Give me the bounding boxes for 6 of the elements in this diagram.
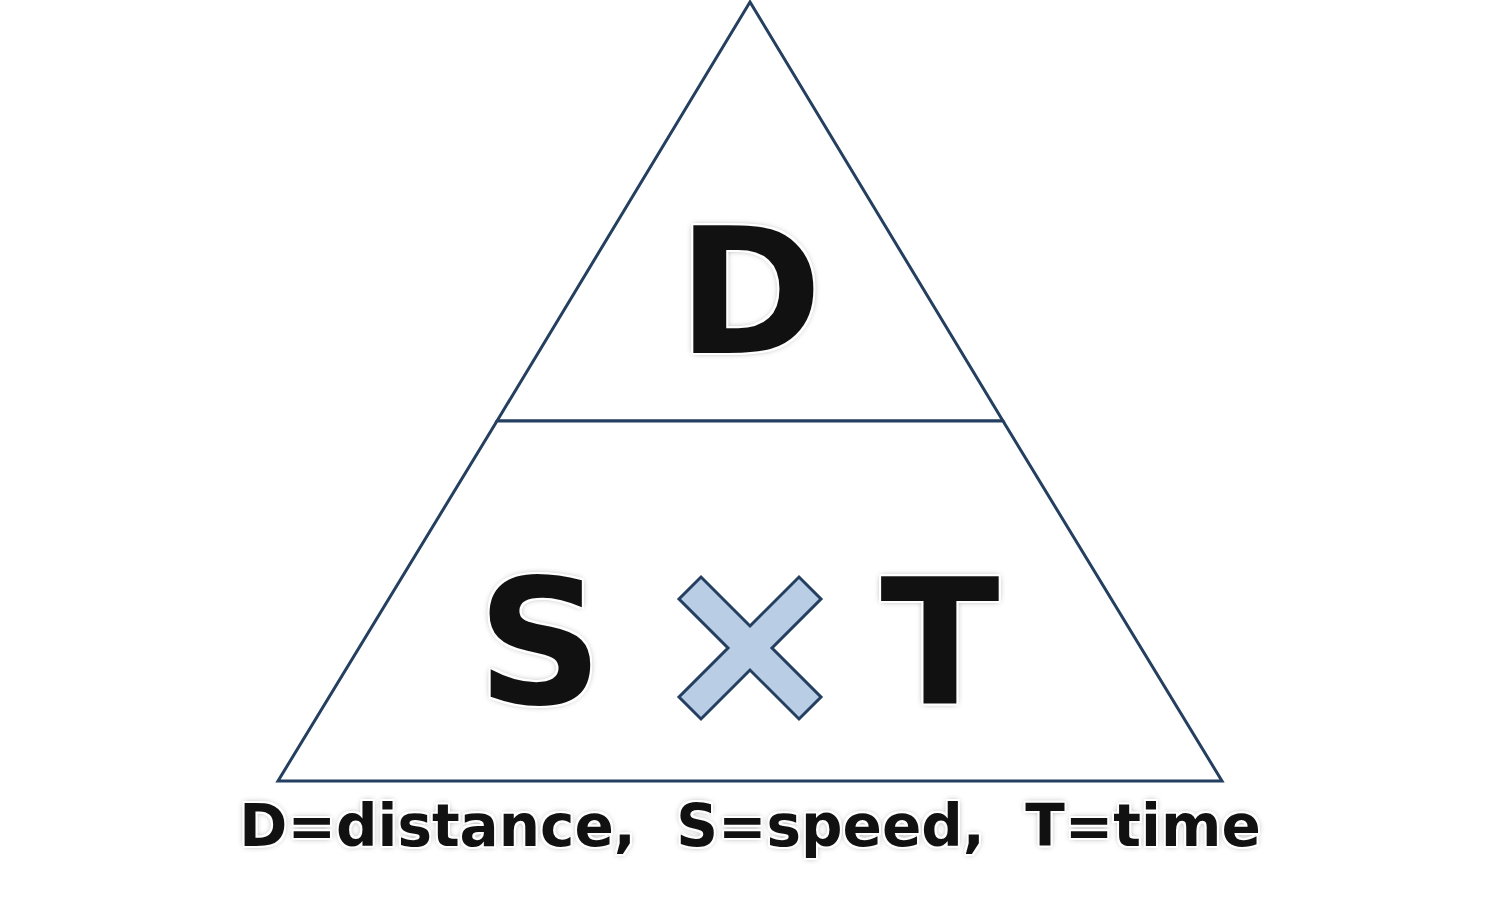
variable-letter: T <box>880 555 1000 731</box>
variable-letter: S <box>476 555 603 731</box>
trapezoid-bottom-section <box>278 421 1222 781</box>
caption: D=distance, S=speed, T=time <box>239 792 1261 860</box>
variable-letter: D <box>677 204 823 380</box>
triangle-top-section <box>497 2 1003 421</box>
